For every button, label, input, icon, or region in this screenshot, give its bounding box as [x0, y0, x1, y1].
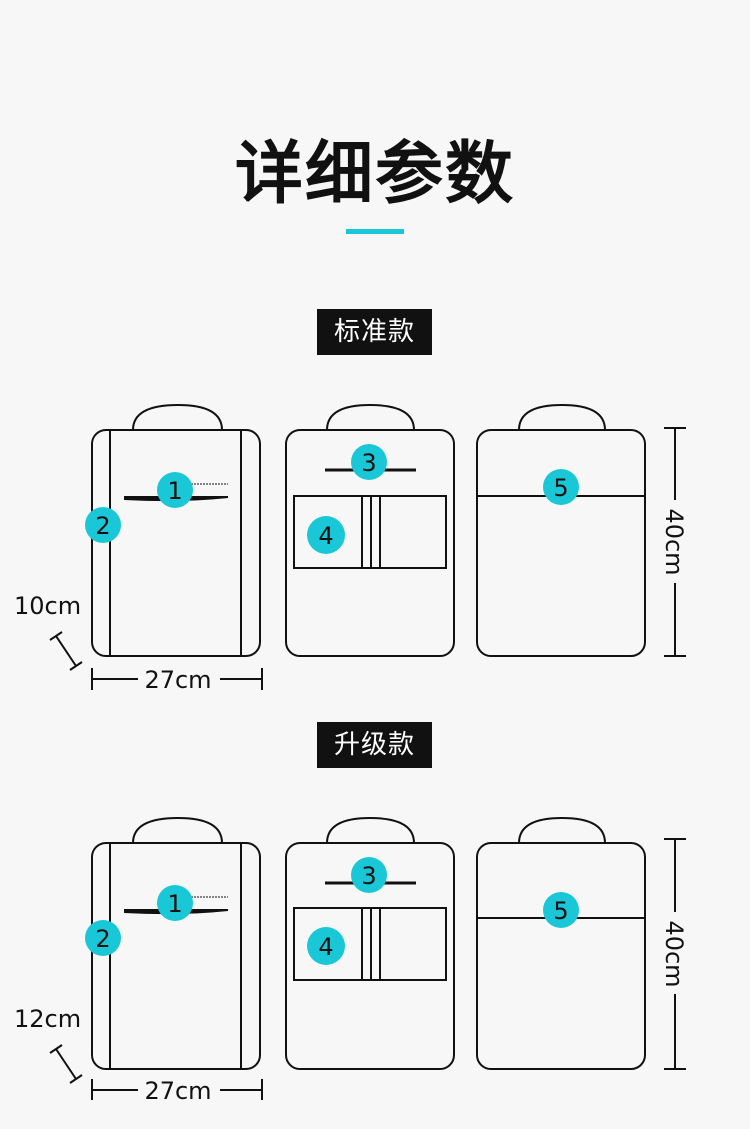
width-dimension: [91, 1079, 263, 1100]
bag-back-view: [476, 816, 646, 1070]
callout-3: [351, 444, 387, 480]
page-title: 详细参数: [234, 135, 515, 214]
height-dimension: [664, 838, 686, 1070]
callout-2: [85, 920, 121, 956]
bag-middle-handle: [326, 403, 415, 431]
title-underline: [346, 229, 404, 234]
callout-5-label: 5: [553, 897, 568, 925]
width-label: 27cm: [144, 666, 211, 694]
callout-4: [307, 516, 345, 554]
section-label-upgrade: 升级款: [317, 722, 432, 768]
section-label-standard: 标准款: [317, 309, 432, 355]
callout-1: [157, 885, 193, 921]
depth-dimension: [49, 1044, 83, 1084]
height-label: 40cm: [660, 920, 688, 987]
bag-back-handle: [518, 403, 606, 431]
callout-5-label: 5: [553, 474, 568, 502]
callout-2: [85, 507, 121, 543]
bag-middle-handle: [326, 816, 415, 844]
bag-front-body: [91, 842, 261, 1070]
callout-3-label: 3: [361, 449, 376, 477]
bag-front-handle: [132, 816, 223, 844]
callout-5: [543, 469, 579, 505]
callout-3: [351, 857, 387, 893]
bag-back-body: [476, 842, 646, 1070]
bag-middle-body: [285, 842, 455, 1070]
bag-back-body: [476, 429, 646, 657]
callout-1-label: 1: [167, 890, 182, 918]
callout-4-label: 4: [318, 933, 333, 961]
callout-1-label: 1: [167, 477, 182, 505]
bag-back-handle: [518, 816, 606, 844]
depth-dimension: [49, 631, 83, 671]
width-label: 27cm: [144, 1077, 211, 1105]
height-label: 40cm: [660, 508, 688, 575]
callout-2-label: 2: [95, 925, 110, 953]
depth-label: 12cm: [14, 1005, 81, 1033]
bag-back-view: [476, 403, 646, 657]
bag-front-handle: [132, 403, 223, 431]
callout-4: [307, 927, 345, 965]
callout-5: [543, 892, 579, 928]
height-dimension: [664, 427, 686, 657]
callout-3-label: 3: [361, 862, 376, 890]
callout-4-label: 4: [318, 522, 333, 550]
bag-front-view: [91, 816, 261, 1070]
callout-1: [157, 472, 193, 508]
depth-label: 10cm: [14, 592, 81, 620]
callout-2-label: 2: [95, 512, 110, 540]
bag-middle-body: [285, 429, 455, 657]
bag-middle-view: [285, 816, 455, 1070]
standard-bag-diagram: 1 2 10cm 27cm 3 4 5: [14, 403, 688, 694]
upgrade-bag-diagram: 1 2 12cm 27cm 3 4 5: [14, 816, 688, 1105]
bag-front-body: [91, 429, 261, 657]
width-dimension: [91, 668, 263, 690]
